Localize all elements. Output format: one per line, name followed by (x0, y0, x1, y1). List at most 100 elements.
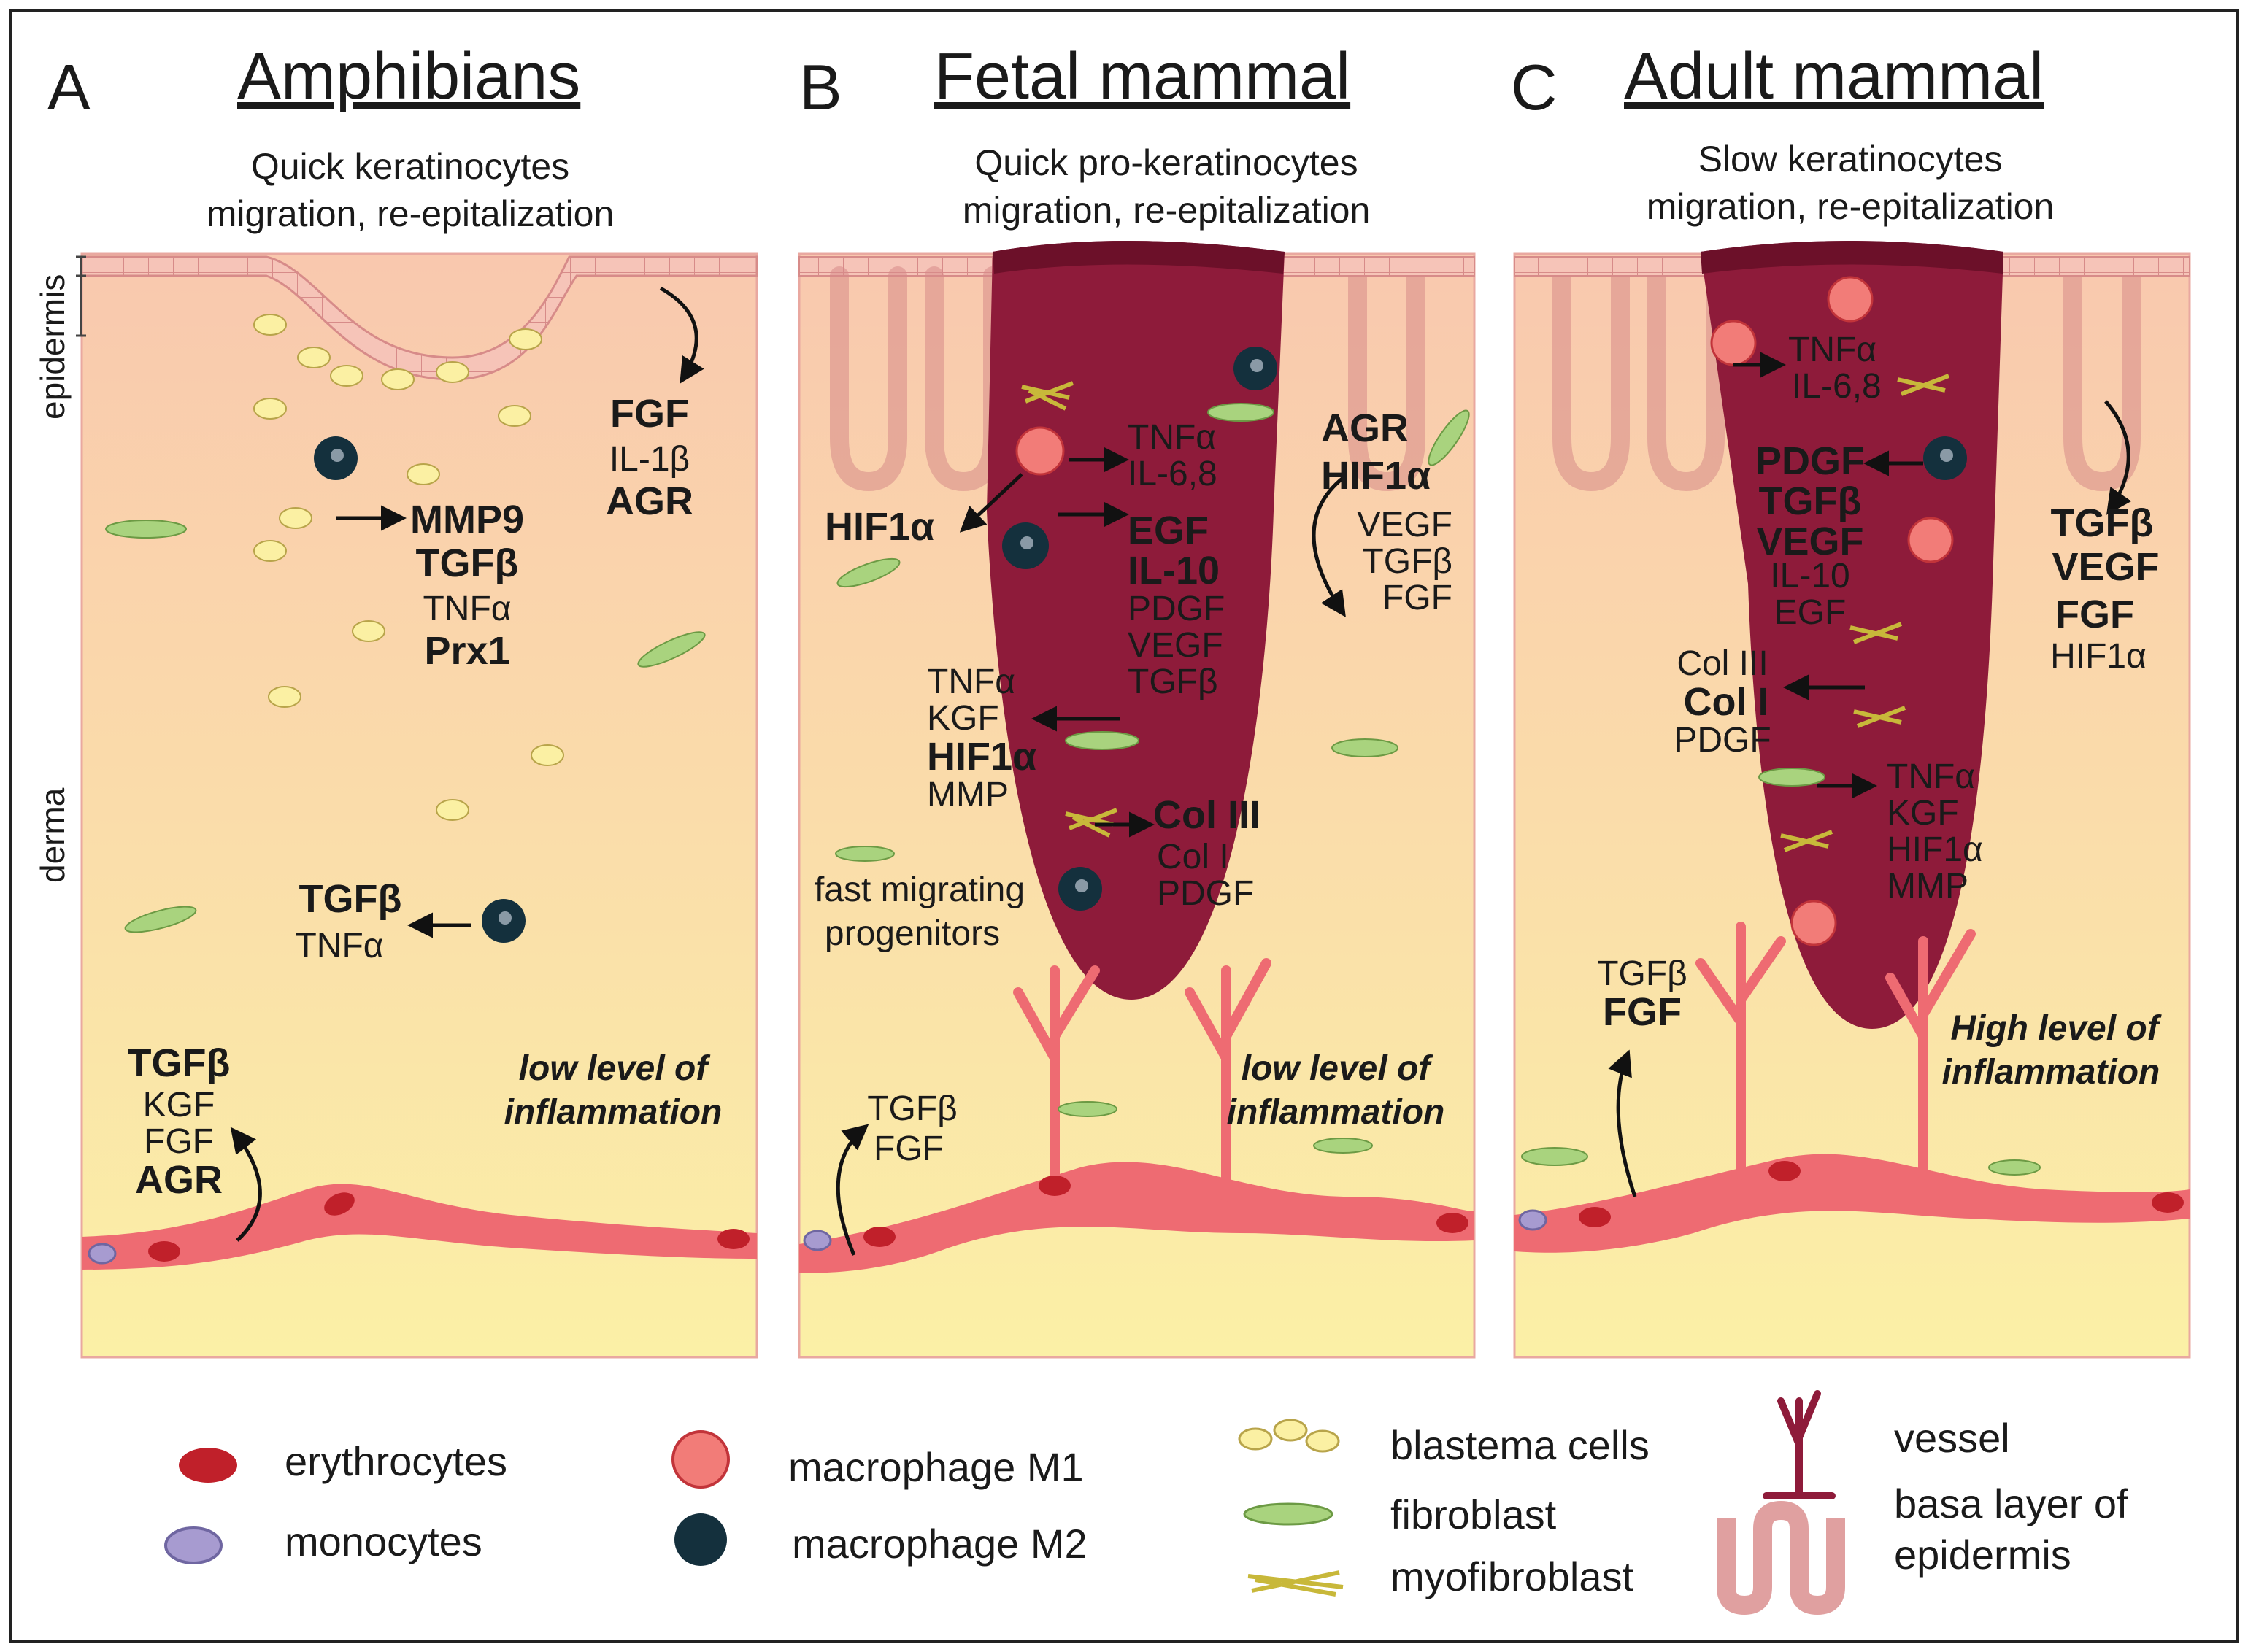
label: TGFβ (299, 877, 402, 921)
label: TNFα (927, 663, 1015, 701)
legend-label: basa layer of (1894, 1481, 2128, 1526)
label: MMP9 (410, 498, 524, 541)
label: AGR (606, 479, 693, 523)
label: PDGF (1755, 439, 1865, 483)
label: FGF (1382, 579, 1452, 617)
label: KGF (927, 699, 999, 738)
label: progenitors (825, 914, 1000, 953)
myofibroblast-icon (1247, 1570, 1344, 1597)
blastema-cells-group (253, 314, 564, 821)
blastema-cells-icon (1238, 1419, 1340, 1453)
panel-c-subtitle-1: Slow keratinocytes (1698, 139, 2003, 180)
legend: erythrocytes monocytes macrophage M1 mac… (164, 1390, 2128, 1616)
panel-a-tissue (76, 252, 758, 1359)
label: HIF1α (2050, 637, 2147, 676)
label: VEGF (1357, 506, 1452, 544)
panel-b-subtitle-1: Quick pro-keratinocytes (974, 142, 1358, 183)
label: HIF1α (1887, 830, 1983, 869)
legend-label: epidermis (1894, 1532, 2071, 1578)
label: PDGF (1674, 721, 1771, 760)
monocytes-group (88, 1209, 1547, 1265)
label: TGFβ (1128, 663, 1218, 701)
legend-label: blastema cells (1390, 1422, 1650, 1468)
panel-a-vessel (82, 1184, 757, 1270)
label: TNFα (1128, 418, 1216, 457)
label: AGR (135, 1158, 223, 1202)
label: TGFβ (416, 541, 519, 585)
legend-label: fibroblast (1390, 1491, 1557, 1537)
label: TGFβ (867, 1089, 958, 1128)
inflammation-label: low level of (519, 1049, 711, 1088)
macrophage-m1-icon (671, 1430, 730, 1489)
label: IL-6,8 (1128, 455, 1217, 493)
panel-b-subtitle-2: migration, re-epitalization (963, 190, 1371, 231)
legend-label: monocytes (285, 1518, 482, 1564)
label: TGFβ (1362, 542, 1452, 581)
inflammation-label: low level of (1242, 1049, 1433, 1088)
label: Col I (1684, 680, 1769, 724)
label: TNFα (1887, 757, 1975, 796)
signal-arrows (230, 286, 2132, 1256)
label: MMP (1887, 867, 1968, 906)
erythrocytes-group (148, 1161, 2184, 1262)
label: HIF1α (1321, 454, 1431, 498)
panel-a-subtitle-1: Quick keratinocytes (251, 146, 569, 187)
epidermis-label: epidermis (34, 274, 72, 420)
macrophage-m1-group (1015, 276, 1954, 946)
panel-a-letter: A (47, 51, 91, 123)
panel-c-labels: TNFα IL-6,8 PDGF TGFβ VEGF IL-10 EGF TGF… (1597, 331, 2162, 1092)
panel-c-title: Adult mammal (1624, 40, 2044, 113)
label: Prx1 (424, 629, 509, 673)
inflammation-label: inflammation (1227, 1093, 1445, 1132)
label: EGF (1128, 509, 1209, 552)
label: MMP (927, 776, 1009, 814)
label: IL-1β (609, 440, 690, 479)
panel-a-subtitle-2: migration, re-epitalization (207, 193, 615, 234)
basal-layer-icon (1717, 1500, 1845, 1616)
inflammation-label: High level of (1950, 1009, 2161, 1048)
label: TNFα (423, 590, 511, 628)
inflammation-label: inflammation (1942, 1053, 2160, 1092)
label: KGF (143, 1086, 215, 1124)
panel-b-letter: B (799, 51, 842, 123)
label: TGFβ (2051, 501, 2154, 545)
panel-a-title: Amphibians (237, 40, 580, 113)
figure-frame (9, 9, 2239, 1643)
label: FGF (144, 1122, 214, 1161)
vessel-icon (1763, 1390, 1836, 1499)
panel-b-tissue (798, 241, 1476, 1359)
inflammation-label: inflammation (504, 1093, 723, 1132)
macrophage-m2-nuclei (331, 359, 1953, 925)
label: IL-10 (1128, 549, 1220, 593)
label: FGF (610, 392, 689, 436)
fibroblasts-group (105, 403, 2041, 1176)
label: PDGF (1157, 874, 1254, 913)
label: fast migrating (815, 871, 1025, 909)
legend-label: macrophage M2 (792, 1521, 1088, 1567)
myofibroblasts-group (1021, 374, 1950, 852)
erythrocyte-icon (179, 1448, 237, 1483)
label: TNFα (1788, 331, 1876, 369)
label: TGFβ (1597, 954, 1687, 993)
panel-c-letter: C (1511, 51, 1558, 123)
label: IL-10 (1770, 557, 1849, 595)
label: KGF (1887, 794, 1959, 833)
label: HIF1α (927, 735, 1036, 779)
legend-label: myofibroblast (1390, 1553, 1633, 1599)
label: Col I (1157, 838, 1229, 876)
fibroblast-icon (1243, 1502, 1333, 1526)
panel-b-title: Fetal mammal (934, 40, 1350, 113)
panel-a-labels: FGF IL-1β AGR MMP9 TGFβ TNFα Prx1 TGFβ T… (128, 392, 723, 1202)
macrophage-m2-icon (674, 1513, 727, 1566)
legend-label: macrophage M1 (788, 1444, 1084, 1490)
label: VEGF (1128, 626, 1223, 665)
label: Col III (1153, 793, 1260, 837)
label: VEGF (2052, 545, 2159, 589)
label: FGF (2055, 593, 2134, 636)
panel-b-labels: TNFα IL-6,8 HIF1α EGF IL-10 PDGF VEGF TG… (815, 406, 1452, 1168)
legend-label: erythrocytes (285, 1438, 507, 1484)
panel-c-subtitle-2: migration, re-epitalization (1647, 186, 2055, 227)
label: EGF (1774, 593, 1847, 632)
label: FGF (874, 1130, 944, 1168)
